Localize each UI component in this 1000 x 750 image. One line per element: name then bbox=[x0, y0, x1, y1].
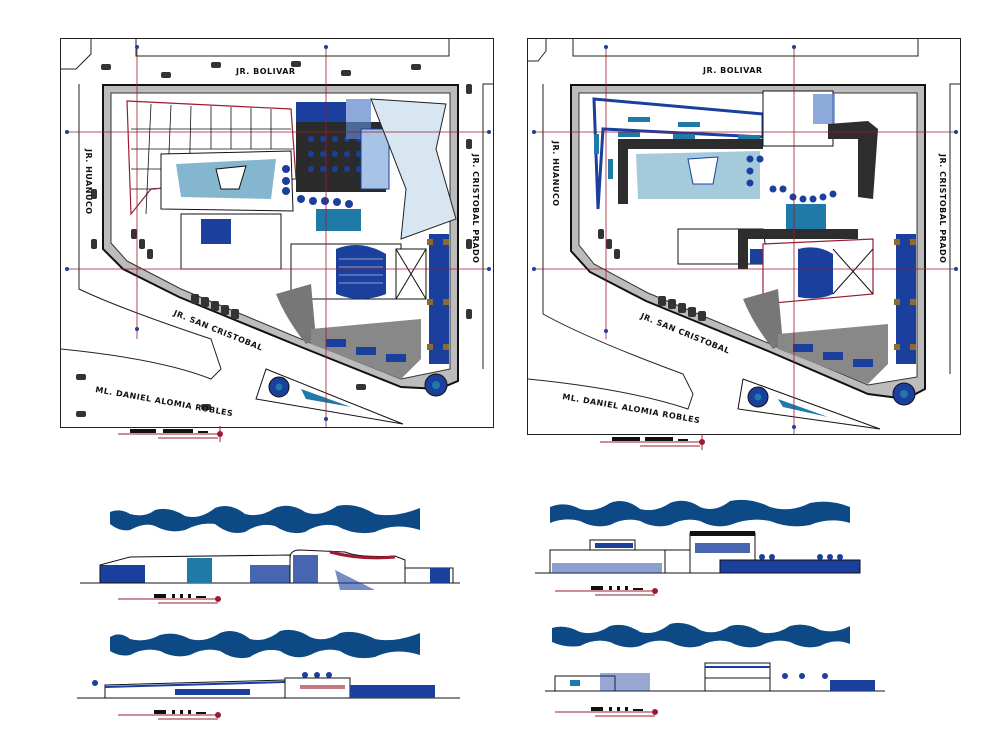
elevation-4 bbox=[545, 622, 885, 692]
street-label-west: JR. HUANUCO bbox=[551, 140, 560, 207]
street-label-south: ML. DANIEL ALOMIA ROBLES bbox=[562, 392, 701, 425]
elevation-1 bbox=[80, 505, 460, 590]
scale-bar-elevation-2 bbox=[555, 586, 658, 596]
tree-line-silhouette bbox=[110, 629, 420, 659]
site-plan-left: JR. BOLIVAR JR. HUANUCO JR. CRISTOBAL PR… bbox=[60, 38, 494, 428]
site-plan-right-drawing: JR. BOLIVAR JR. HUANUCO JR. CRISTOBAL PR… bbox=[528, 39, 960, 434]
scale-bar-elevation-1 bbox=[118, 594, 221, 604]
tree-line-silhouette bbox=[552, 622, 850, 648]
scale-bar-elevation-4 bbox=[555, 707, 658, 717]
street-label-east: JR. CRISTOBAL PRADO bbox=[471, 153, 480, 263]
street-label-north: JR. BOLIVAR bbox=[702, 66, 763, 75]
site-plan-left-drawing: JR. BOLIVAR JR. HUANUCO JR. CRISTOBAL PR… bbox=[61, 39, 493, 427]
tree-line-silhouette bbox=[550, 499, 850, 527]
street-label-east: JR. CRISTOBAL PRADO bbox=[938, 153, 947, 263]
scale-bar-plan-left bbox=[118, 426, 223, 442]
tree-line-silhouette bbox=[110, 505, 420, 534]
elevation-3 bbox=[77, 629, 460, 699]
site-plan-right: JR. BOLIVAR JR. HUANUCO JR. CRISTOBAL PR… bbox=[527, 38, 961, 435]
street-label-west: JR. HUANUCO bbox=[84, 148, 93, 215]
street-label-north: JR. BOLIVAR bbox=[235, 67, 296, 76]
scale-bar-plan-right bbox=[600, 434, 705, 450]
street-label-south: ML. DANIEL ALOMIA ROBLES bbox=[95, 385, 234, 418]
scale-bar-elevation-3 bbox=[118, 710, 221, 720]
elevation-2 bbox=[535, 499, 861, 574]
